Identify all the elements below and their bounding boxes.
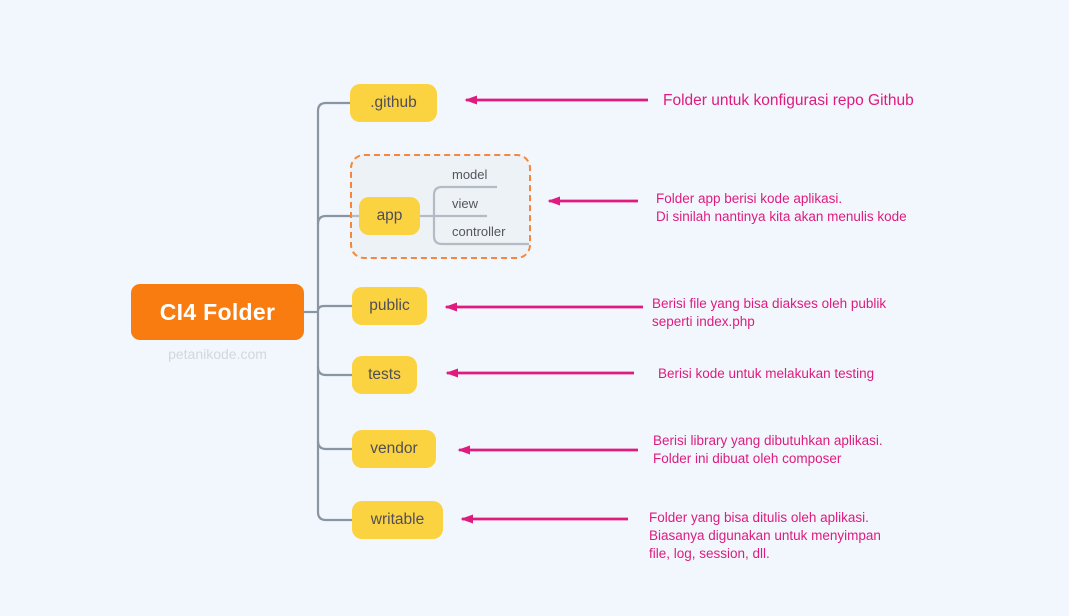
annotation-tests: Berisi kode untuk melakukan testing [658,366,875,381]
subitem-view: view [452,196,479,211]
subitem-model: model [452,167,488,182]
watermark: petanikode.com [168,346,267,362]
annotation-app: Folder app berisi kode aplikasi. Di sini… [656,191,907,224]
subitem-controller: controller [452,224,506,239]
annotation-github: Folder untuk konfigurasi repo Github [663,92,914,109]
tree-connectors [304,101,529,522]
connector-branch-tests [316,366,352,377]
folder-node-public: public [352,287,427,325]
folder-node-tests: tests [352,356,417,394]
annotation-vendor: Berisi library yang dibutuhkan aplikasi.… [653,433,883,466]
root-node-ci4-folder: CI4 Folder [131,284,304,340]
connector-branch-app [316,214,359,225]
folder-node-app: app [359,197,420,235]
annotation-public: Berisi file yang bisa diakses oleh publi… [652,296,887,329]
annotation-writable: Folder yang bisa ditulis oleh aplikasi. … [649,510,881,561]
connector-branch-vendor [316,440,352,451]
folder-node-github: .github [350,84,437,122]
folder-node-writable: writable [352,501,443,539]
connector-trunk [316,101,352,522]
connector-branch-public [316,304,352,312]
folder-node-vendor: vendor [352,430,436,468]
annotation-arrows [444,95,648,524]
